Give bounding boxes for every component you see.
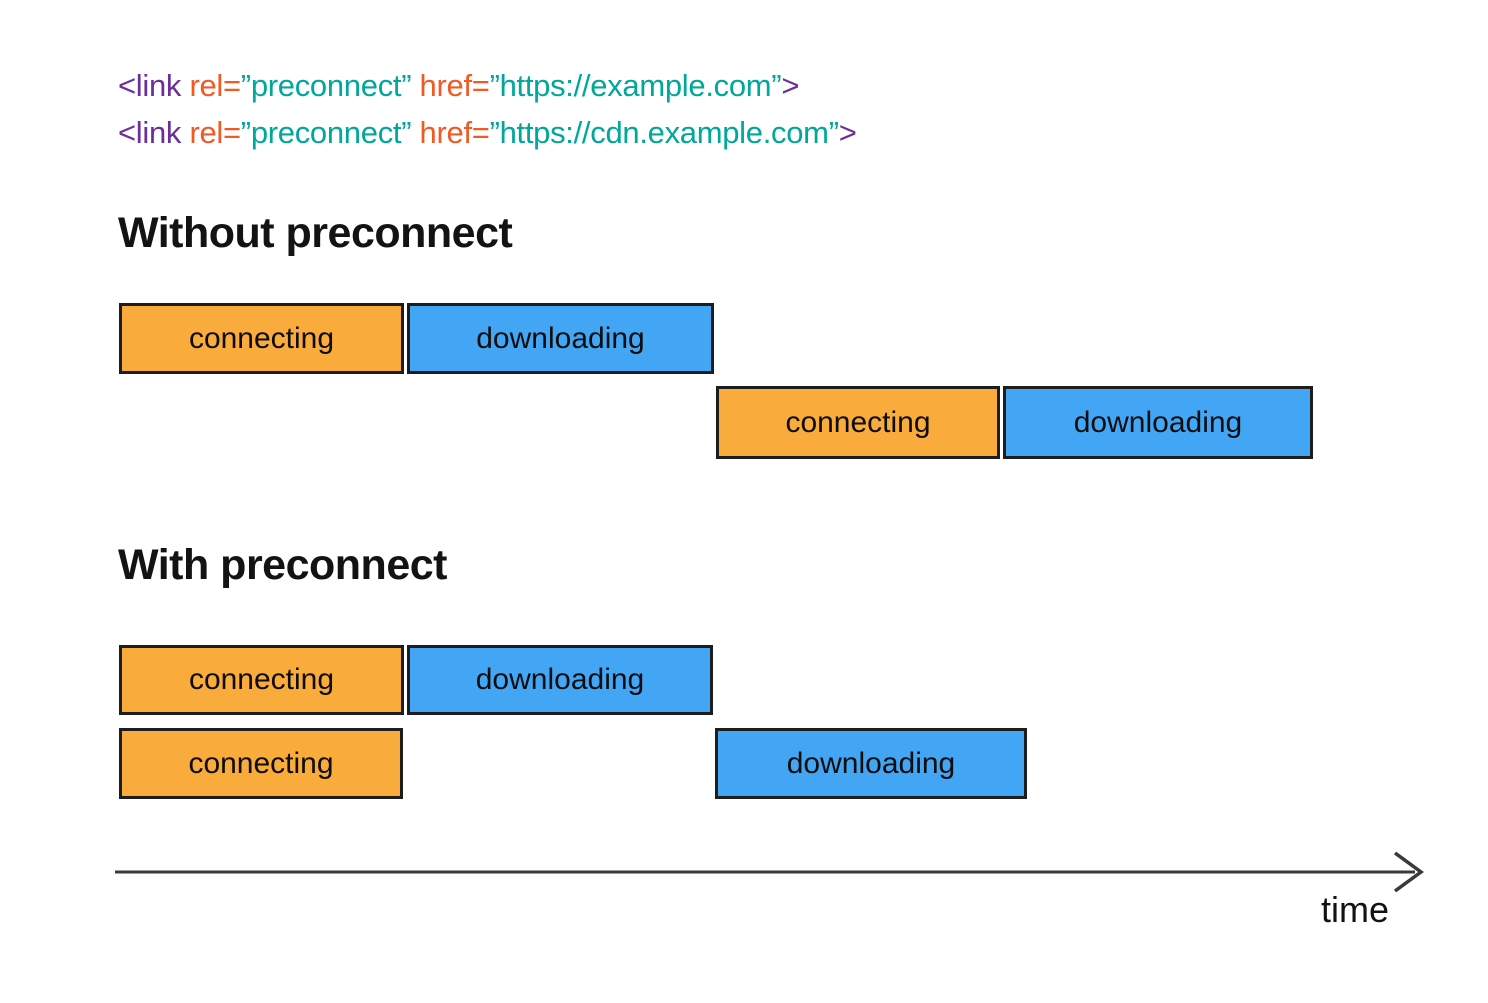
code-token: ”https://example.com” <box>489 68 782 103</box>
code-token: <link <box>118 115 182 150</box>
bar-downloading: downloading <box>407 303 714 374</box>
section-title-without-preconnect: Without preconnect <box>118 209 513 257</box>
bar-label: downloading <box>1073 405 1243 439</box>
code-token: rel= <box>181 68 241 103</box>
code-token: <link <box>118 68 182 103</box>
bar-downloading: downloading <box>715 728 1027 799</box>
bar-label: downloading <box>786 746 956 780</box>
code-token: rel= <box>181 115 241 150</box>
bar-downloading: downloading <box>1003 386 1313 459</box>
bar-downloading: downloading <box>407 645 713 715</box>
code-token: ”preconnect” <box>240 68 412 103</box>
code-token: ”https://cdn.example.com” <box>489 115 839 150</box>
time-axis-label: time <box>1320 889 1389 930</box>
bar-label: connecting <box>188 321 335 355</box>
bar-connecting: connecting <box>119 728 403 799</box>
bar-connecting: connecting <box>119 645 404 715</box>
timeline-row: connecting downloading <box>0 386 1488 459</box>
timeline-row: connecting downloading <box>0 728 1488 799</box>
time-axis-arrow <box>115 851 1424 893</box>
code-token: ”preconnect” <box>240 115 412 150</box>
code-line-2: <link rel=”preconnect” href=”https://cdn… <box>118 109 857 156</box>
code-token: > <box>838 115 857 150</box>
bar-label: connecting <box>188 746 334 780</box>
code-token: href= <box>411 115 490 150</box>
bar-connecting: connecting <box>119 303 404 374</box>
bar-label: downloading <box>476 321 645 355</box>
code-line-1: <link rel=”preconnect” href=”https://exa… <box>118 62 857 109</box>
timeline-row: connecting downloading <box>0 645 1488 715</box>
bar-label: connecting <box>188 663 335 696</box>
code-snippet: <link rel=”preconnect” href=”https://exa… <box>118 62 857 156</box>
code-token: href= <box>411 68 490 103</box>
bar-label: downloading <box>475 663 645 696</box>
timeline-row: connecting downloading <box>0 303 1488 374</box>
code-token: > <box>781 68 800 103</box>
bar-label: connecting <box>785 405 931 439</box>
bar-connecting: connecting <box>716 386 1000 459</box>
section-title-with-preconnect: With preconnect <box>118 541 447 589</box>
